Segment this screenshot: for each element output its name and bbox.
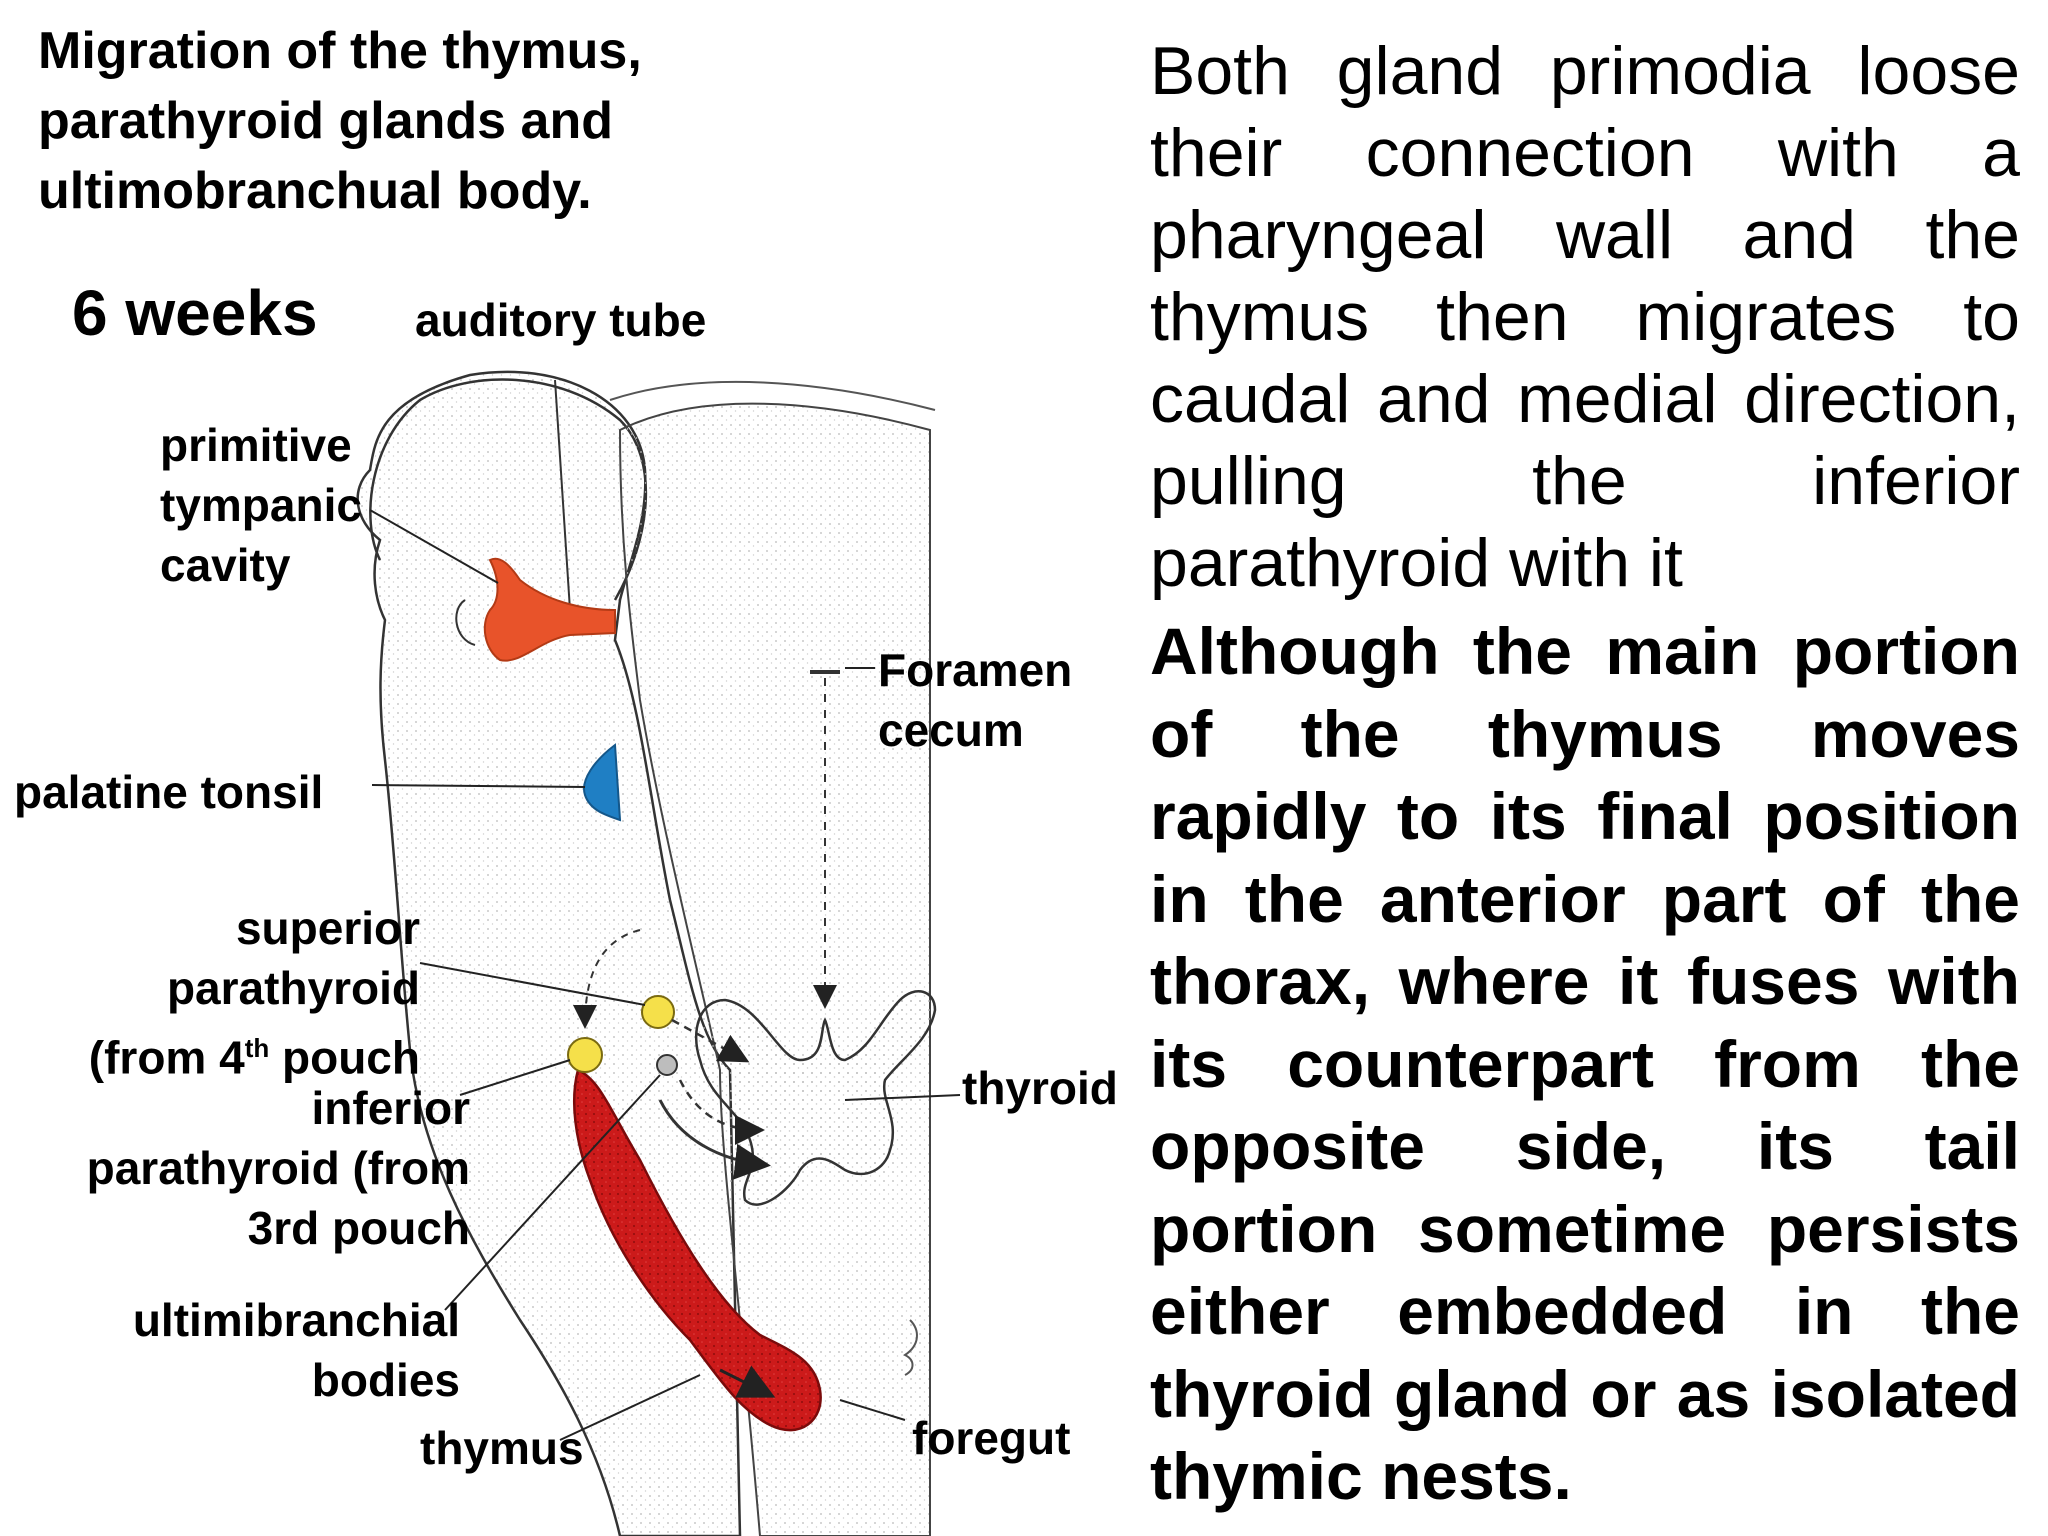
tympanic-cavity-shape [483,557,616,662]
label-foramen-cecum: Foramen cecum [878,644,1073,756]
paragraph-thymus-position: Although the main portion of the thymus … [1150,614,2020,1513]
label-thymus: thymus [420,1422,584,1474]
label-tympanic-cavity: primitive tympanic cavity [160,419,362,591]
label-inferior-parathyroid: inferior parathyroid (from 3rd pouch [86,1082,470,1254]
superior-parathyroid-shape [641,995,675,1029]
label-superior-parathyroid: superior parathyroid (from 4th pouch [88,902,420,1084]
label-auditory-tube: auditory tube [415,294,707,346]
paragraph-migration: Both gland primodia loose their connecti… [1150,33,2020,601]
diagram-title: Migration of the thymus, parathyroid gla… [38,22,642,220]
ordinal-superscript: th [244,1033,270,1063]
thymus-shape [573,1068,822,1432]
inferior-parathyroid-shape [567,1037,603,1073]
label-thyroid: thyroid [962,1062,1118,1114]
ultimobranchial-body-shape [656,1054,678,1076]
label-palatine-tonsil: palatine tonsil [14,766,324,818]
label-ultimobranchial-bodies: ultimibranchial bodies [132,1294,460,1406]
age-label: 6 weeks [72,277,318,349]
palatine-tonsil-shape [583,743,622,822]
label-foregut: foregut [912,1412,1071,1464]
